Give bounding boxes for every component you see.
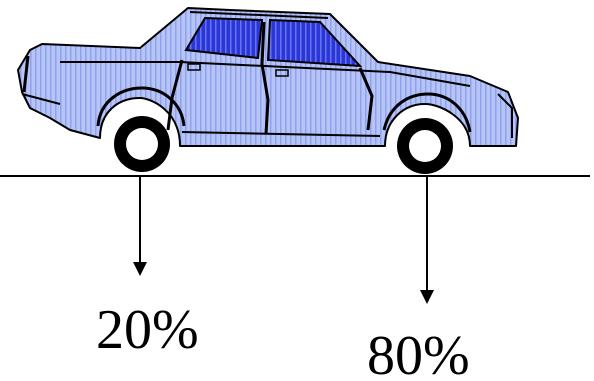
rear-percent-label: 20% [96,302,199,358]
rear-door-handle [188,64,200,70]
front-wheel [397,118,453,174]
rear-load-arrow [133,176,147,276]
front-door-handle [276,70,288,76]
front-load-arrow [420,176,434,304]
rear-wheel [114,116,170,172]
front-percent-label: 80% [367,328,470,381]
car [18,8,518,174]
